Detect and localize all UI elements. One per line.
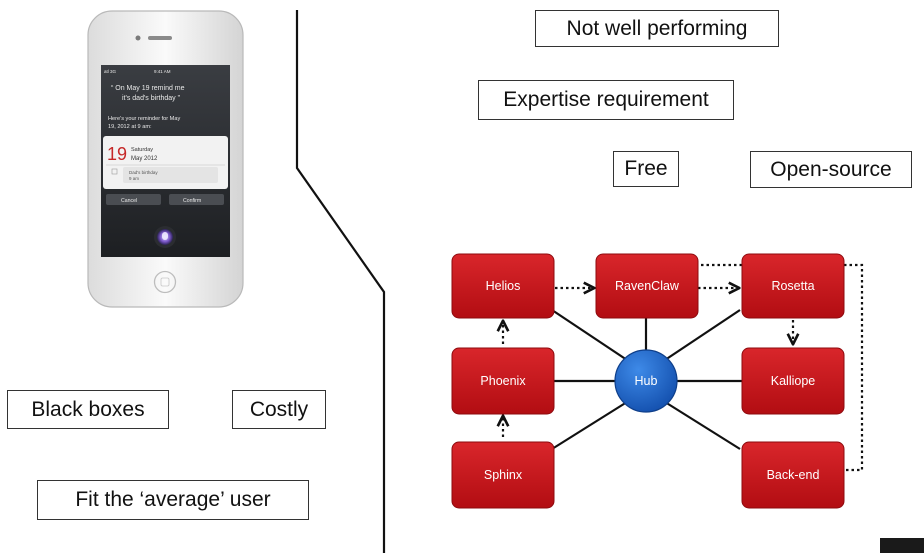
svg-text:19: 19 <box>107 144 127 164</box>
rosetta-hub-link <box>664 309 741 361</box>
svg-text:Kalliope: Kalliope <box>771 374 816 388</box>
svg-text:19, 2012 at 9 am:: 19, 2012 at 9 am: <box>108 124 152 130</box>
node-helios[interactable]: Helios <box>451 253 555 319</box>
svg-text:Confirm: Confirm <box>183 198 201 204</box>
svg-text:Here's your reminder for May: Here's your reminder for May <box>108 116 180 122</box>
svg-text:9 am: 9 am <box>129 176 139 181</box>
node-kalliope[interactable]: Kalliope <box>741 347 845 415</box>
node-backend[interactable]: Back-end <box>741 441 845 509</box>
svg-text:it's dad's birthday ”: it's dad's birthday ” <box>122 95 181 102</box>
costly-label: Costly <box>232 390 326 429</box>
svg-text:“ On May 19 remind me: “ On May 19 remind me <box>111 85 185 92</box>
backend-hub-link <box>664 401 741 450</box>
helios-hub-link <box>551 309 628 361</box>
fit-average-user-label: Fit the ‘average’ user <box>37 480 309 520</box>
sphinx-hub-link <box>551 401 628 450</box>
corner-block <box>880 538 924 553</box>
node-sphinx[interactable]: Sphinx <box>451 441 555 509</box>
svg-text:Rosetta: Rosetta <box>771 279 814 293</box>
open-source-label: Open-source <box>750 151 912 188</box>
cancel-button[interactable] <box>106 194 161 205</box>
svg-text:Dad's birthday: Dad's birthday <box>129 170 158 175</box>
node-hub[interactable]: Hub <box>614 349 678 413</box>
node-rosetta[interactable]: Rosetta <box>741 253 845 319</box>
svg-text:May 2012: May 2012 <box>131 156 158 162</box>
svg-text:Back-end: Back-end <box>767 468 820 482</box>
home-button[interactable] <box>153 270 177 294</box>
expertise-requirement-label: Expertise requirement <box>478 80 734 120</box>
node-ravenclaw[interactable]: RavenClaw <box>595 253 699 319</box>
svg-text:atl 3G: atl 3G <box>104 69 117 74</box>
hub-connectors <box>551 309 742 450</box>
svg-text:Hub: Hub <box>635 374 658 388</box>
confirm-button[interactable] <box>169 194 224 205</box>
svg-text:Sphinx: Sphinx <box>484 468 523 482</box>
svg-text:RavenClaw: RavenClaw <box>615 279 680 293</box>
not-well-performing-label: Not well performing <box>535 10 779 47</box>
free-label: Free <box>613 151 679 187</box>
svg-text:Saturday: Saturday <box>131 147 153 153</box>
svg-text:Phoenix: Phoenix <box>480 374 526 388</box>
black-boxes-label: Black boxes <box>7 390 169 429</box>
svg-text:Helios: Helios <box>486 279 521 293</box>
svg-text:Cancel: Cancel <box>121 198 137 204</box>
node-phoenix[interactable]: Phoenix <box>451 347 555 415</box>
svg-text:9:41 AM: 9:41 AM <box>154 69 171 74</box>
